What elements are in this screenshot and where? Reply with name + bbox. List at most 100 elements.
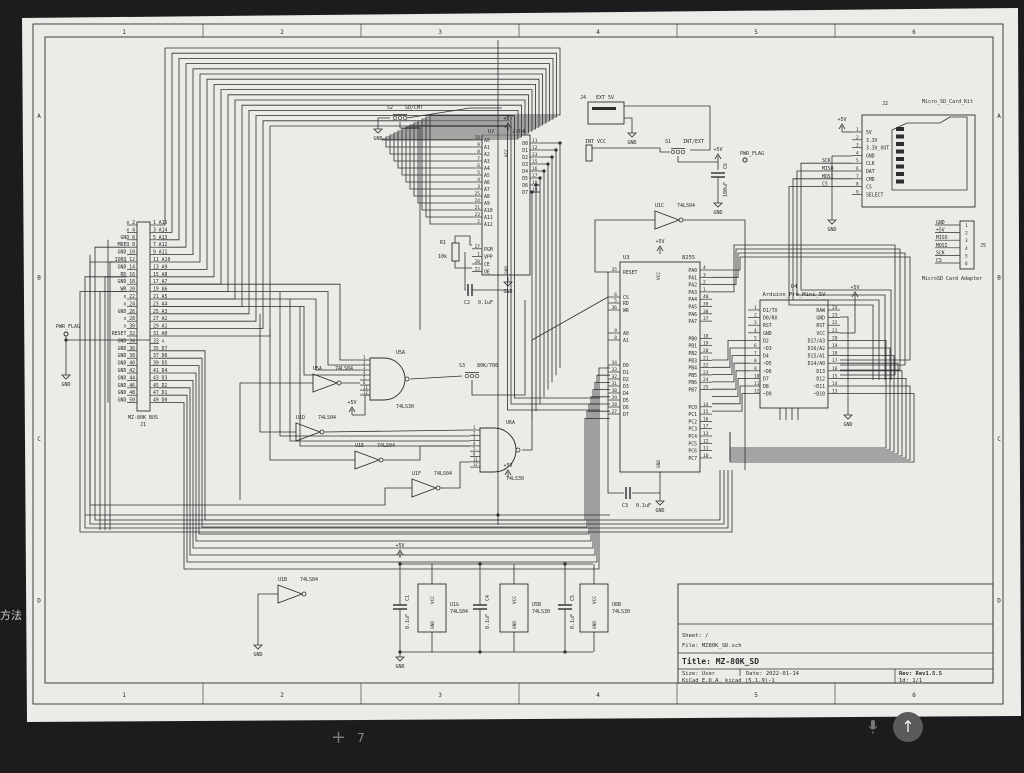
column-marker: 6 bbox=[912, 29, 916, 36]
u3-pin-label: PA7 bbox=[688, 319, 697, 325]
switch-contact bbox=[464, 373, 470, 379]
u1g-gnd-label: GND bbox=[430, 621, 436, 629]
u2-pin-label: A3 bbox=[484, 159, 490, 165]
u4-pin-label: RST bbox=[816, 323, 825, 329]
u2-pin-number: 2 bbox=[477, 219, 480, 225]
u5a-ref: U5A bbox=[396, 350, 405, 356]
j1-pin-label: x 22 bbox=[123, 294, 135, 300]
wire bbox=[440, 461, 470, 489]
u3-pin-label: RESET bbox=[623, 270, 638, 276]
chat-input[interactable]: 7 bbox=[357, 731, 365, 745]
vcc-label: +5V bbox=[395, 543, 404, 549]
junction-dot bbox=[554, 148, 558, 152]
u3-pin-number: 1 bbox=[703, 287, 706, 293]
s3-ref: S3 bbox=[459, 363, 465, 369]
j1-pin-label: GND 44 bbox=[118, 375, 135, 381]
u3-pin-label: D5 bbox=[623, 398, 629, 404]
wire bbox=[84, 276, 729, 529]
j1-pin-label: 1 A15 bbox=[153, 220, 168, 226]
u3-pin-number: 36 bbox=[612, 305, 618, 311]
wire bbox=[464, 252, 466, 291]
power-arrow-icon bbox=[838, 123, 846, 130]
u3-pin-number: 21 bbox=[703, 355, 709, 361]
column-marker: 1 bbox=[122, 692, 126, 699]
gnd-label: GND bbox=[373, 136, 382, 142]
attach-button[interactable]: + bbox=[331, 727, 347, 748]
u3-pin-label: PC3 bbox=[688, 427, 697, 433]
j1-pin-label: GND 42 bbox=[118, 368, 135, 374]
u4-pin-label: D2 bbox=[763, 338, 769, 344]
u3-pin-number: 15 bbox=[703, 409, 709, 415]
inverter-bubble bbox=[301, 591, 307, 597]
r1-ref: R1 bbox=[440, 240, 446, 246]
j5-pin-label: +5V bbox=[936, 228, 945, 234]
u3-pin-number: 12 bbox=[703, 438, 709, 444]
pwr-flag-label: PWR_FLAG bbox=[56, 324, 80, 330]
sheet-label: Sheet: / bbox=[682, 633, 709, 639]
u5a-pin-number: 12 bbox=[363, 390, 368, 395]
u3-pin-number: 19 bbox=[703, 341, 709, 347]
u2-pin-number: 22 bbox=[475, 267, 481, 273]
u3-pin-number: 32 bbox=[612, 374, 618, 380]
c5-value: 0.1uF bbox=[570, 614, 576, 629]
j1-pin-label: 13 A9 bbox=[153, 264, 168, 270]
u3-pin-label: PB5 bbox=[688, 373, 697, 379]
u2-pin-label: A4 bbox=[484, 166, 490, 172]
u3-pin-label: PB7 bbox=[688, 388, 697, 394]
j2-net-label: MOSI bbox=[822, 174, 834, 180]
u4-pin-label: ~D9 bbox=[763, 392, 772, 398]
u3-pin-number: 37 bbox=[703, 316, 709, 322]
j5-pin-number: 1 bbox=[965, 223, 968, 229]
send-button[interactable]: ↑ bbox=[893, 712, 923, 742]
u3-pin-number: 39 bbox=[703, 302, 709, 308]
switch-contact bbox=[670, 149, 676, 155]
u3-pin-label: PC7 bbox=[688, 456, 697, 462]
u2-pin-number: 16 bbox=[532, 166, 538, 172]
u6a-pin-number: 1 bbox=[473, 425, 476, 430]
j2-pin-label: 5V bbox=[866, 130, 872, 136]
vcc-label: +5V bbox=[837, 117, 846, 123]
j2-pin-label: CMD bbox=[866, 177, 875, 183]
r1-resistor-body bbox=[451, 242, 460, 262]
u6a-pin-number: 6 bbox=[473, 452, 476, 457]
j1-pin-label: 37 D6 bbox=[153, 353, 168, 359]
u2-pin-number: 15 bbox=[532, 159, 538, 165]
u3-pin-number: 29 bbox=[612, 395, 618, 401]
u4-pin-label: ~D5 bbox=[763, 361, 772, 367]
u4-pin-number: 15 bbox=[832, 373, 838, 379]
vcc-label: +5V bbox=[713, 147, 722, 153]
wire bbox=[239, 382, 313, 500]
j5-pin-number: 4 bbox=[965, 246, 968, 252]
j2-pin-number: 9 bbox=[856, 189, 859, 195]
u2-pin-label: A6 bbox=[484, 180, 490, 186]
j1-pin-label: x 24 bbox=[123, 301, 135, 307]
u4-pin-label: D15/A1 bbox=[808, 354, 825, 360]
wire bbox=[159, 47, 561, 226]
u1d-ref: U1D bbox=[296, 415, 305, 421]
r1-value: 10k bbox=[438, 254, 447, 260]
row-marker: C bbox=[37, 436, 41, 443]
u1f-value: 74LS04 bbox=[434, 471, 452, 477]
wire bbox=[159, 68, 547, 256]
u4-pin-number: 18 bbox=[832, 351, 838, 357]
u6b-value: 74LS30 bbox=[612, 609, 630, 615]
vcc-label: +5V bbox=[655, 239, 664, 245]
u2-pin-number: 10 bbox=[475, 135, 481, 141]
wire bbox=[712, 362, 748, 383]
j5-connector-body bbox=[959, 220, 975, 270]
microphone-icon[interactable] bbox=[868, 719, 878, 735]
j1-pin-label: GND 46 bbox=[118, 383, 135, 389]
wire bbox=[607, 272, 624, 494]
u1c-value: 74LS04 bbox=[677, 203, 695, 209]
wire bbox=[279, 291, 470, 437]
u2-pin-label: D7 bbox=[522, 190, 528, 196]
u2-pin-number: 5 bbox=[477, 170, 480, 176]
s3-value: 80K/700 bbox=[477, 363, 498, 369]
u2-pin-number: 1 bbox=[477, 251, 480, 257]
u3-pin-number: 2 bbox=[703, 280, 706, 286]
wire bbox=[712, 370, 748, 390]
j1-pin-label: 43 D3 bbox=[153, 375, 168, 381]
j1-pin-label: 3 A14 bbox=[153, 227, 168, 233]
u1g-value: 74LS04 bbox=[450, 609, 468, 615]
